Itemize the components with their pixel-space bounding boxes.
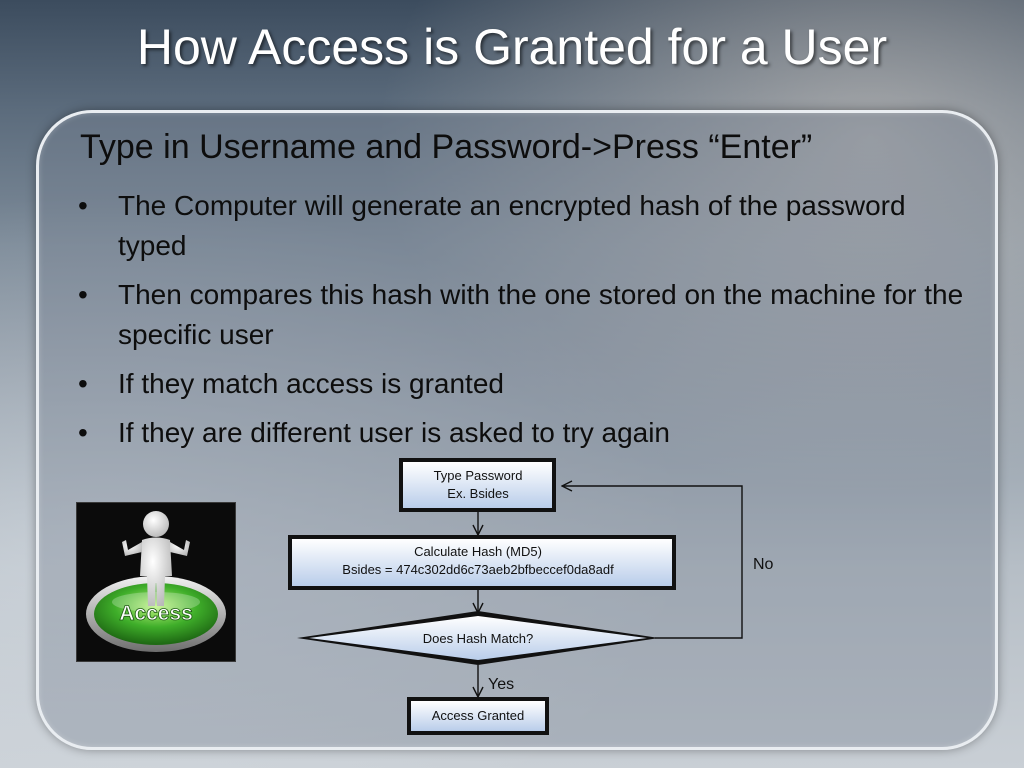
bullet-text: If they match access is granted	[118, 368, 504, 399]
bullet-icon: •	[78, 190, 88, 221]
step2-line2: Bsides = 474c302dd6c73aeb2bfbeccef0da8ad…	[342, 562, 614, 577]
flow-step-calculate-hash: Calculate Hash (MD5) Bsides = 474c302dd6…	[288, 535, 676, 590]
access-button-label: Access	[119, 602, 193, 625]
end-label: Access Granted	[432, 708, 525, 723]
subheading: Type in Username and Password->Press “En…	[80, 128, 813, 166]
bullet-item: • If they are different user is asked to …	[78, 413, 978, 453]
access-button-icon: Access	[76, 502, 236, 662]
decision-label: Does Hash Match?	[423, 631, 534, 646]
bullet-item: • If they match access is granted	[78, 364, 978, 404]
slide-title: How Access is Granted for a User	[136, 19, 888, 75]
bullet-list: • The Computer will generate an encrypted…	[78, 186, 978, 462]
flow-decision-hash-match: Does Hash Match?	[297, 611, 659, 665]
flow-step-type-password: Type Password Ex. Bsides	[399, 458, 556, 512]
bullet-text: If they are different user is asked to t…	[118, 417, 671, 448]
bullet-text: The Computer will generate an encrypted …	[118, 190, 906, 261]
bullet-icon: •	[78, 279, 88, 310]
step2-line1: Calculate Hash (MD5)	[414, 544, 542, 559]
bullet-item: • Then compares this hash with the one st…	[78, 275, 978, 355]
bullet-icon: •	[78, 368, 88, 399]
step1-line2: Ex. Bsides	[447, 486, 509, 501]
figure-icon	[122, 511, 190, 606]
no-label: No	[753, 556, 774, 573]
bullet-item: • The Computer will generate an encrypted…	[78, 186, 978, 266]
flow-end-access-granted: Access Granted	[407, 697, 549, 735]
step1-line1: Type Password	[434, 468, 523, 483]
no-loop-arrow	[562, 486, 743, 639]
bullet-icon: •	[78, 417, 88, 448]
bullet-text: Then compares this hash with the one sto…	[118, 279, 964, 350]
yes-label: Yes	[488, 676, 514, 693]
